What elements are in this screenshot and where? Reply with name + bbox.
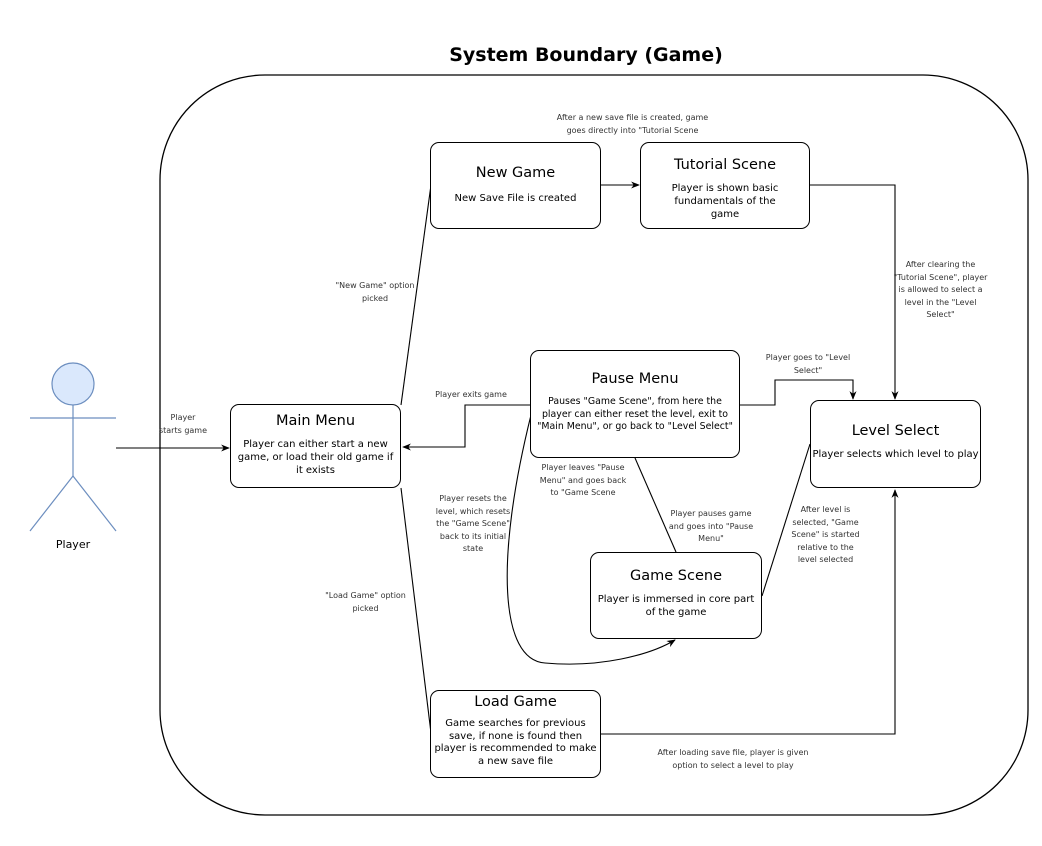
label-player-leaves-pause: Player leaves "Pause Menu" and goes back… xyxy=(539,463,627,497)
node-new-game-title: New Game xyxy=(475,165,556,181)
label-after-clearing-tutorial: After clearing the "Tutorial Scene", pla… xyxy=(893,260,988,319)
diagram-title: System Boundary (Game) xyxy=(449,44,723,66)
node-game-scene-title: Game Scene xyxy=(630,568,722,584)
label-player-pauses: Player pauses game and goes into "Pause … xyxy=(668,509,754,543)
label-player-exits: Player exits game xyxy=(435,390,507,399)
edge-tutorial-to-level-select xyxy=(810,184,899,400)
edge-level-select-to-game-scene xyxy=(761,443,811,597)
node-load-game-desc: Game searches for previous save, if none… xyxy=(434,718,597,767)
edge-pause-to-level-select xyxy=(740,379,857,406)
node-main-menu[interactable]: Main Menu Player can either start a new … xyxy=(230,404,401,488)
label-load-game-option: "Load Game" option picked xyxy=(325,591,406,613)
node-pause-menu[interactable]: Pause Menu Pauses "Game Scene", from her… xyxy=(530,350,740,458)
label-player-goes-level-select: Player goes to "Level Select" xyxy=(765,353,851,375)
node-new-game-desc: New Save File is created xyxy=(454,193,577,204)
node-new-game[interactable]: New Game New Save File is created xyxy=(430,142,601,229)
edge-pause-game-scene xyxy=(634,457,677,553)
label-player-starts: Player starts game xyxy=(158,413,208,435)
edge-main-menu-to-new-game xyxy=(400,184,432,406)
label-after-new-save: After a new save file is created, game g… xyxy=(556,113,709,135)
system-boundary xyxy=(159,74,1029,816)
label-player-resets: Player resets the level, which resets th… xyxy=(435,494,511,553)
node-game-scene-desc: Player is immersed in core part of the g… xyxy=(597,594,755,618)
node-tutorial-scene[interactable]: Tutorial Scene Player is shown basic fun… xyxy=(640,142,810,229)
node-load-game[interactable]: Load Game Game searches for previous sav… xyxy=(430,690,601,778)
edge-reset-level xyxy=(506,414,676,665)
actor-label: Player xyxy=(55,538,91,551)
label-new-game-option: "New Game" option picked xyxy=(335,281,415,303)
node-main-menu-desc: Player can either start a new game, or l… xyxy=(237,439,394,476)
label-after-level-selected: After level is selected, "Game Scene" is… xyxy=(791,505,860,564)
node-tutorial-desc: Player is shown basic fundamentals of th… xyxy=(671,183,779,220)
node-main-menu-title: Main Menu xyxy=(275,413,356,429)
node-pause-menu-desc: Pauses "Game Scene", from here the playe… xyxy=(537,396,733,432)
node-load-game-title: Load Game xyxy=(474,694,557,710)
edge-main-menu-to-load-game xyxy=(400,487,432,734)
node-game-scene[interactable]: Game Scene Player is immersed in core pa… xyxy=(590,552,762,639)
node-tutorial-title: Tutorial Scene xyxy=(673,157,777,173)
edge-load-game-to-level-select xyxy=(601,489,899,735)
player-actor-icon xyxy=(29,362,117,532)
edge-pause-to-main-menu xyxy=(402,404,531,451)
node-level-select-desc: Player selects which level to play xyxy=(812,449,979,460)
node-level-select[interactable]: Level Select Player selects which level … xyxy=(810,400,981,488)
label-after-loading: After loading save file, player is given… xyxy=(657,748,809,770)
node-pause-menu-title: Pause Menu xyxy=(591,371,679,387)
node-level-select-title: Level Select xyxy=(851,423,940,439)
